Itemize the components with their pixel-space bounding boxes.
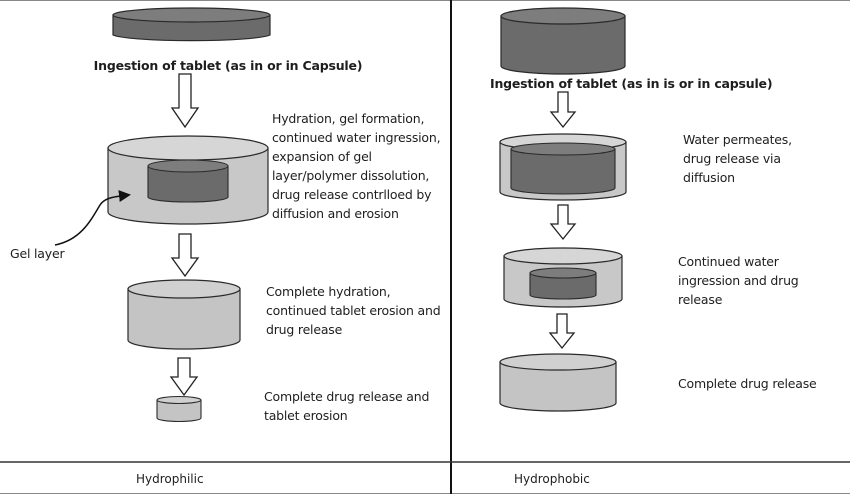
hydrophobic-tablet-initial: [500, 7, 626, 75]
hydrophilic-footer-label: Hydrophilic: [136, 472, 204, 486]
hydrophobic-arrow-1: [549, 91, 577, 129]
gel-layer-callout: Gel layer: [10, 246, 65, 261]
hydrophobic-ingestion-label: Ingestion of tablet (as in is or in caps…: [490, 76, 773, 91]
hydrophilic-step-3-label: Complete drug release and tablet erosion: [264, 389, 430, 423]
hydrophobic-step-3-label: Complete drug release: [678, 376, 817, 391]
hydrophilic-tablet-initial: [112, 7, 271, 42]
hydrophobic-footer-label: Hydrophobic: [514, 472, 590, 486]
hydrophilic-arrow-1: [170, 73, 200, 129]
hydrophobic-tablet-released: [499, 353, 617, 412]
hydrophilic-step-2-label: Complete hydration, continued tablet ero…: [266, 284, 441, 337]
hydrophobic-step-1-label: Water permeates, drug release via diffus…: [683, 132, 792, 185]
hydrophobic-arrow-3: [548, 313, 576, 350]
hydrophilic-ingestion-label: Ingestion of tablet (as in or in Capsule…: [93, 58, 363, 73]
gel-layer-pointer: [54, 190, 131, 246]
hydrophilic-tablet-gel: [107, 135, 269, 225]
hydrophilic-arrow-3: [169, 357, 199, 397]
hydrophobic-tablet-permeated: [499, 133, 627, 201]
hydrophilic-step-1-label: Hydration, gel formation, continued wate…: [272, 111, 441, 221]
hydrophilic-tablet-eroded: [156, 395, 202, 423]
hydrophobic-arrow-2: [549, 204, 577, 241]
hydrophilic-arrow-2: [170, 233, 200, 278]
hydrophobic-tablet-ingressing: [503, 247, 623, 308]
hydrophobic-step-2-label: Continued water ingression and drug rele…: [678, 254, 799, 307]
hydrophilic-tablet-hydrated: [127, 279, 241, 350]
